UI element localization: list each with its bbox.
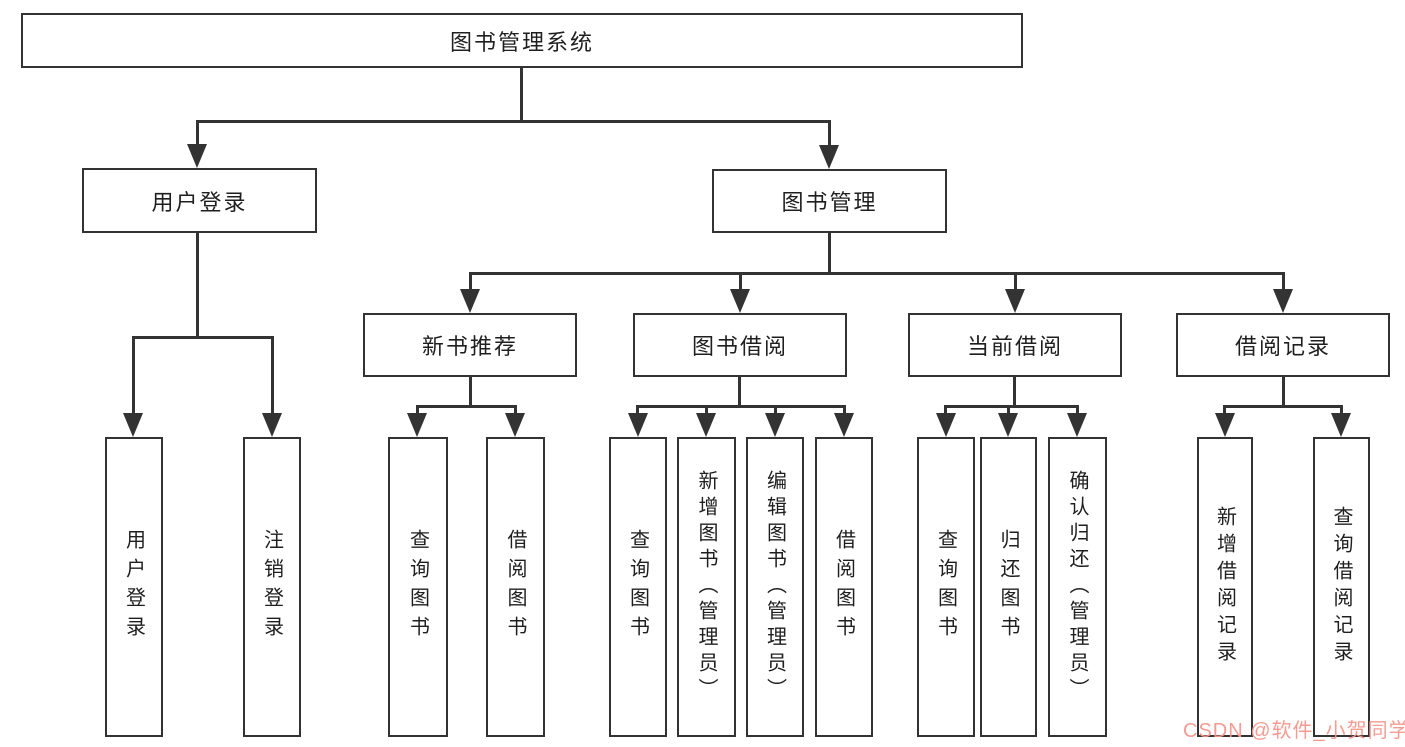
csdn-watermark: CSDN @软件_小贺同学	[1183, 720, 1405, 742]
connector-line	[1076, 405, 1079, 415]
connector-line	[416, 405, 517, 408]
connector-line	[828, 233, 831, 275]
connector-line	[469, 272, 1285, 275]
arrow-down-icon	[819, 145, 839, 169]
node-user-login: 用户登录	[82, 168, 317, 233]
arrow-down-icon	[1215, 413, 1235, 437]
connector-line	[774, 405, 777, 415]
arrow-down-icon	[834, 413, 854, 437]
connector-line	[132, 336, 135, 413]
node-query-books-recommend: 查询图书	[388, 437, 448, 737]
arrow-down-icon	[505, 413, 525, 437]
node-current-borrowing: 当前借阅	[908, 313, 1122, 377]
node-borrow-books-recommend: 借阅图书	[486, 437, 545, 737]
connector-line	[1013, 377, 1016, 408]
connector-line	[520, 68, 523, 122]
connector-line	[196, 233, 199, 337]
arrow-down-icon	[936, 413, 956, 437]
arrow-down-icon	[1067, 413, 1087, 437]
node-query-books-current: 查询图书	[917, 437, 975, 737]
arrow-down-icon	[262, 413, 282, 437]
arrow-down-icon	[1273, 289, 1293, 313]
arrow-down-icon	[628, 413, 648, 437]
connector-line	[739, 272, 742, 292]
connector-line	[196, 120, 831, 123]
connector-line	[1223, 405, 1343, 408]
node-confirm-return-admin: 确认归还（管理员）	[1048, 437, 1107, 737]
connector-line	[514, 405, 517, 415]
connector-line	[1007, 405, 1010, 415]
node-add-borrow-record: 新增借阅记录	[1197, 437, 1253, 737]
arrow-down-icon	[696, 413, 716, 437]
connector-line	[416, 405, 419, 415]
node-library-management-system: 图书管理系统	[21, 13, 1023, 68]
node-user-login-leaf: 用户登录	[105, 437, 163, 737]
node-book-management: 图书管理	[712, 169, 947, 233]
connector-line	[469, 272, 472, 292]
connector-line	[843, 405, 846, 415]
node-query-books-borrowing: 查询图书	[609, 437, 667, 737]
node-return-books: 归还图书	[980, 437, 1037, 737]
connector-line	[738, 377, 741, 408]
node-query-borrow-record: 查询借阅记录	[1313, 437, 1370, 737]
connector-line	[1282, 272, 1285, 292]
arrow-down-icon	[1331, 413, 1351, 437]
node-add-books-admin: 新增图书（管理员）	[677, 437, 736, 737]
arrow-down-icon	[187, 144, 207, 168]
connector-line	[469, 377, 472, 408]
node-book-borrowing: 图书借阅	[633, 313, 847, 377]
arrow-down-icon	[407, 413, 427, 437]
node-borrow-books-borrowing: 借阅图书	[815, 437, 873, 737]
arrow-down-icon	[460, 289, 480, 313]
connector-line	[636, 405, 846, 408]
arrow-down-icon	[730, 289, 750, 313]
connector-line	[1014, 272, 1017, 292]
connector-line	[1223, 405, 1226, 415]
arrow-down-icon	[1005, 289, 1025, 313]
arrow-down-icon	[123, 413, 143, 437]
connector-line	[271, 336, 274, 413]
connector-line	[1340, 405, 1343, 415]
node-logout: 注销登录	[243, 437, 301, 737]
connector-line	[636, 405, 639, 415]
connector-line	[196, 120, 199, 146]
node-edit-books-admin: 编辑图书（管理员）	[746, 437, 804, 737]
connector-line	[828, 120, 831, 146]
node-borrowing-records: 借阅记录	[1176, 313, 1390, 377]
connector-line	[944, 405, 1079, 408]
node-new-book-recommendation: 新书推荐	[363, 313, 577, 377]
arrow-down-icon	[765, 413, 785, 437]
arrow-down-icon	[998, 413, 1018, 437]
connector-line	[944, 405, 947, 415]
connector-line	[705, 405, 708, 415]
connector-line	[132, 336, 274, 339]
connector-line	[1282, 377, 1285, 408]
